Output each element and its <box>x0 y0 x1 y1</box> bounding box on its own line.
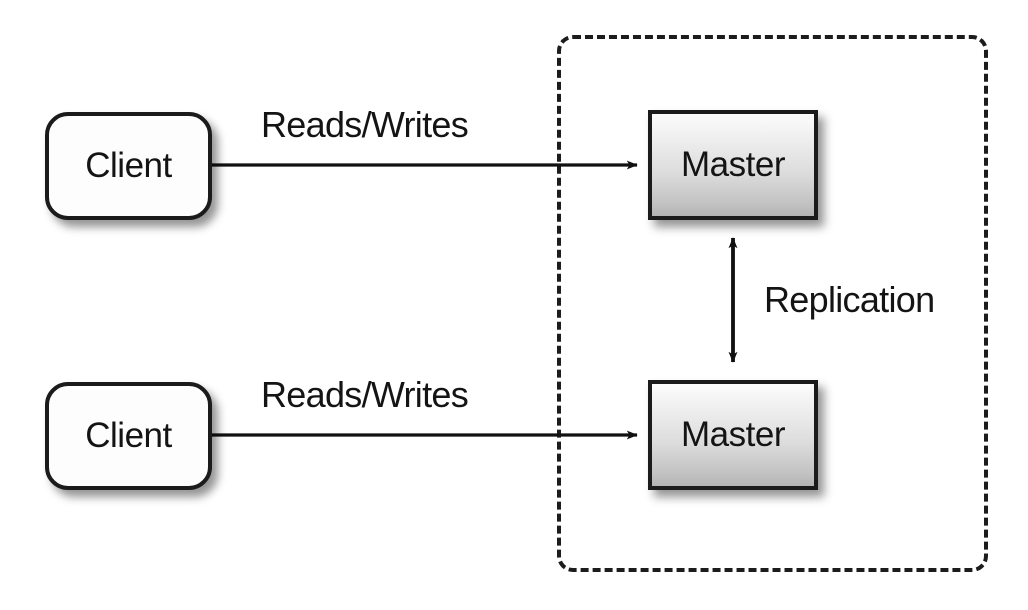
edge-label-reads-writes-top: Reads/Writes <box>261 104 469 145</box>
node-client-top[interactable]: Client <box>45 112 212 220</box>
node-master-top[interactable]: Master <box>648 110 818 220</box>
node-master-top-label: Master <box>681 145 785 184</box>
node-client-top-label: Client <box>85 146 172 185</box>
edge-label-replication: Replication <box>764 279 935 320</box>
edge-label-reads-writes-bottom: Reads/Writes <box>261 374 469 415</box>
cluster-boundary-dashed-box <box>557 35 988 572</box>
node-client-bottom-label: Client <box>85 416 172 455</box>
node-master-bottom-label: Master <box>681 415 785 454</box>
node-master-bottom[interactable]: Master <box>648 380 818 490</box>
node-client-bottom[interactable]: Client <box>45 382 212 490</box>
